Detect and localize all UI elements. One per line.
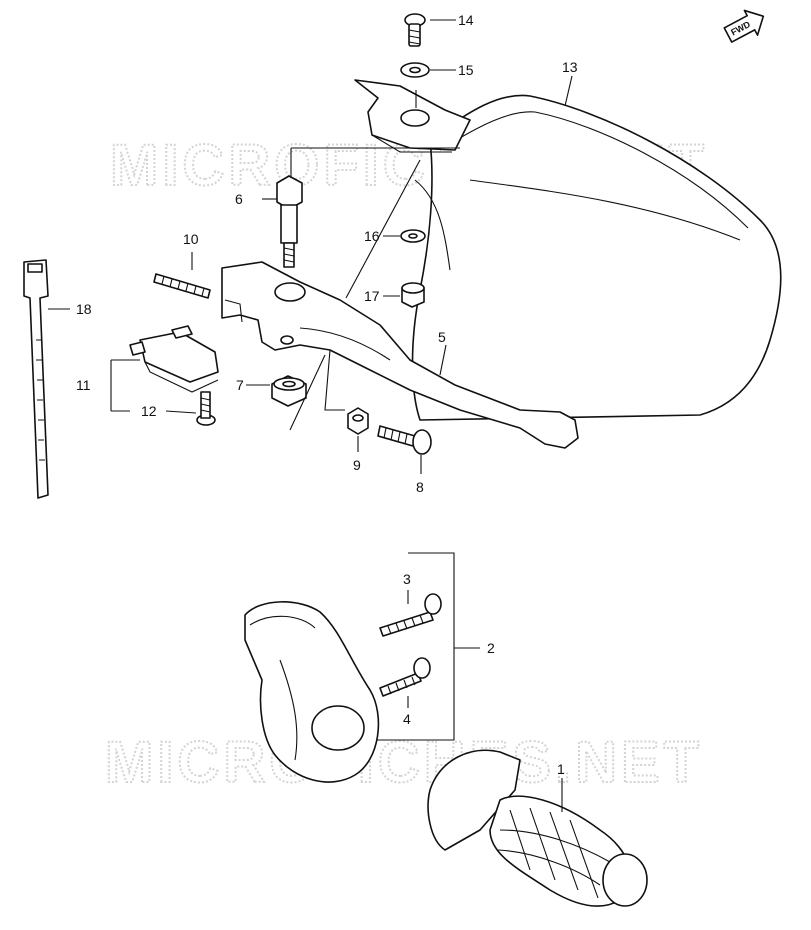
screw-3 [379, 593, 442, 637]
label-15: 15 [458, 62, 474, 78]
screw-4 [379, 657, 431, 697]
throttle-housing [244, 601, 380, 783]
label-2: 2 [487, 640, 495, 656]
nut-9 [347, 407, 369, 435]
label-17: 17 [364, 288, 380, 304]
label-11: 11 [76, 377, 91, 393]
switch-11 [129, 325, 219, 393]
label-6: 6 [235, 191, 243, 207]
label-16: 16 [364, 228, 380, 244]
label-18: 18 [76, 301, 92, 317]
guard-bracket [354, 79, 471, 153]
part-labels: 14 15 13 6 10 16 17 5 7 9 8 11 12 18 3 2… [76, 12, 578, 777]
label-8: 8 [416, 479, 424, 495]
throttle-grip [427, 749, 648, 907]
washer-16 [400, 229, 426, 243]
label-10: 10 [183, 231, 199, 247]
screw-12 [196, 391, 216, 426]
nut-17 [401, 282, 425, 308]
label-5: 5 [438, 329, 446, 345]
leader-lines [48, 19, 573, 812]
spacer-6 [276, 175, 303, 268]
nut-7 [271, 375, 307, 407]
washer-15 [400, 62, 430, 78]
bolt-14 [404, 13, 426, 47]
bolt-8 [377, 425, 432, 455]
hand-guard [411, 94, 782, 421]
cable-tie-18 [23, 259, 49, 499]
label-4: 4 [403, 711, 411, 727]
label-7: 7 [236, 377, 244, 393]
lever-assembly [221, 261, 579, 449]
label-3: 3 [403, 571, 411, 587]
screw-10 [153, 273, 211, 299]
label-12: 12 [141, 403, 157, 419]
label-13: 13 [562, 59, 578, 75]
label-9: 9 [353, 457, 361, 473]
label-1: 1 [557, 761, 565, 777]
fwd-arrow-icon: FWD [723, 9, 765, 43]
label-14: 14 [458, 12, 474, 28]
